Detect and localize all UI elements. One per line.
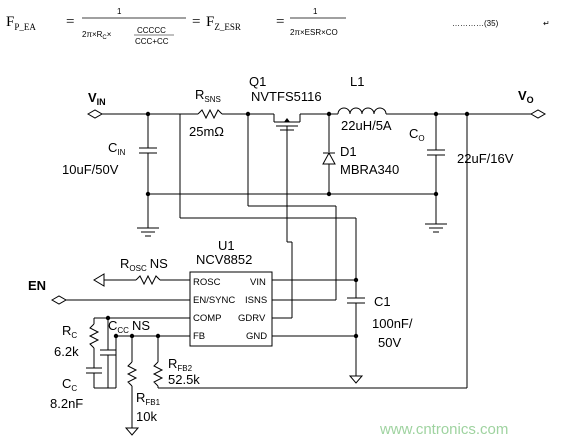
pin-gnd: GND bbox=[246, 331, 267, 342]
vin-terminal bbox=[86, 109, 104, 119]
pin-comp: COMP bbox=[193, 313, 222, 324]
l1-ref: L1 bbox=[350, 74, 364, 89]
equals-sign: = bbox=[192, 14, 200, 30]
rfb2-resistor bbox=[152, 361, 164, 387]
rfb2-label: RFB2 bbox=[168, 356, 193, 373]
inner-fraction-numerator: CCCCC bbox=[137, 26, 166, 35]
fraction1-denominator: 2π×RC× bbox=[82, 30, 112, 41]
u1-ic bbox=[189, 271, 273, 347]
cc-value: 8.2nF bbox=[50, 396, 83, 411]
l1-value: 22uH/5A bbox=[341, 118, 392, 133]
rc-value: 6.2k bbox=[54, 344, 79, 359]
l1-inductor bbox=[337, 107, 387, 115]
u1-ref: U1 bbox=[218, 238, 235, 253]
junction-dot bbox=[326, 191, 332, 197]
equals-sign: = bbox=[66, 14, 74, 30]
junction-dot bbox=[113, 333, 119, 339]
u1-part: NCV8852 bbox=[196, 252, 252, 267]
rc-label: RC bbox=[62, 323, 77, 340]
pin-vin: VIN bbox=[250, 277, 266, 288]
d1-part: MBRA340 bbox=[340, 162, 399, 177]
f-z-esr-symbol: FZ_ESR bbox=[206, 14, 241, 32]
pin-rosc: ROSC bbox=[193, 277, 221, 288]
rosc-resistor bbox=[135, 274, 161, 286]
ncv8852-schematic: VIN RSNS 25mΩ Q1 NVTFS5116 L1 22uH/5A VO… bbox=[28, 74, 547, 438]
q1-part: NVTFS5116 bbox=[251, 89, 322, 104]
equals-sign: = bbox=[276, 14, 284, 30]
vo-label: VO bbox=[518, 88, 534, 105]
pin-fb: FB bbox=[193, 331, 205, 342]
cc-label: CC bbox=[62, 376, 77, 393]
pin-gdrv: GDRV bbox=[238, 313, 266, 324]
watermark: www.cntronics.com bbox=[379, 421, 508, 438]
rc-resistor bbox=[88, 323, 100, 349]
equation-number: …………(35) bbox=[452, 19, 499, 28]
ground-symbol bbox=[348, 375, 364, 384]
rfb1-value: 10k bbox=[136, 409, 157, 424]
rsns-label: RSNS bbox=[195, 87, 221, 104]
co-label: CO bbox=[409, 126, 425, 143]
ground-symbol bbox=[124, 427, 140, 436]
vin-label: VIN bbox=[88, 90, 106, 107]
pin-en-sync: EN/SYNC bbox=[193, 295, 235, 306]
ground-symbol bbox=[137, 227, 159, 237]
pin-isns: ISNS bbox=[245, 295, 267, 306]
rfb1-resistor bbox=[126, 361, 138, 387]
design-equation: FP_EA = 1 2π×RC× CCCCC CCC+CC = FZ_ESR =… bbox=[6, 7, 550, 46]
c1-ref: C1 bbox=[374, 294, 391, 309]
f-p-ea-symbol: FP_EA bbox=[6, 14, 36, 32]
vo-terminal bbox=[529, 109, 547, 119]
fraction2-numerator: 1 bbox=[313, 7, 318, 16]
d1-diode bbox=[322, 151, 336, 165]
rfb1-label: RFB1 bbox=[136, 390, 161, 407]
return-mark: ↵ bbox=[543, 19, 550, 28]
en-terminal bbox=[50, 295, 68, 305]
ground-symbol bbox=[93, 273, 105, 287]
c1-value: 100nF/ bbox=[372, 316, 413, 331]
q1-mosfet bbox=[273, 114, 301, 134]
ground-symbol bbox=[425, 223, 447, 233]
q1-ref: Q1 bbox=[249, 74, 266, 89]
rsns-value: 25mΩ bbox=[189, 124, 224, 139]
rsns-resistor bbox=[197, 108, 223, 120]
d1-ref: D1 bbox=[340, 144, 357, 159]
cin-label: CIN bbox=[108, 140, 126, 157]
cin-value: 10uF/50V bbox=[62, 162, 119, 177]
co-value: 22uF/16V bbox=[457, 151, 514, 166]
fraction2-denominator: 2π×ESR×CO bbox=[290, 28, 338, 37]
en-label: EN bbox=[28, 278, 46, 293]
fraction1-numerator: 1 bbox=[117, 7, 122, 16]
rfb2-value: 52.5k bbox=[168, 372, 200, 387]
inner-fraction-denominator: CCC+CC bbox=[135, 37, 169, 46]
c1-value: 50V bbox=[378, 335, 401, 350]
